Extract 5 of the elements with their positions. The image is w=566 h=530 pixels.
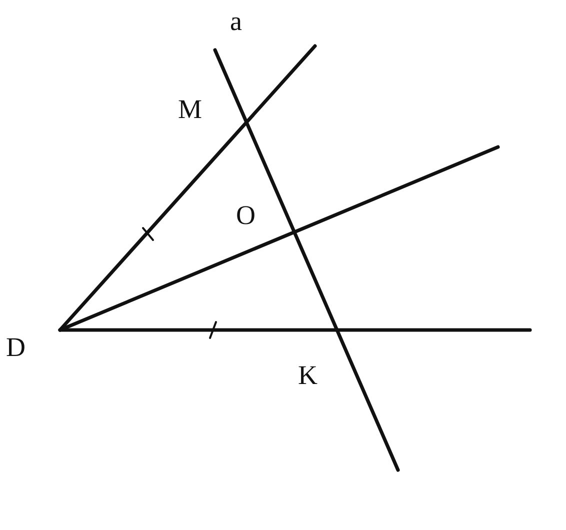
point-label: D [6,334,26,361]
point-label: K [298,362,318,389]
line-label: a [230,8,242,35]
point-label: M [178,96,202,123]
point-label: O [236,202,256,229]
